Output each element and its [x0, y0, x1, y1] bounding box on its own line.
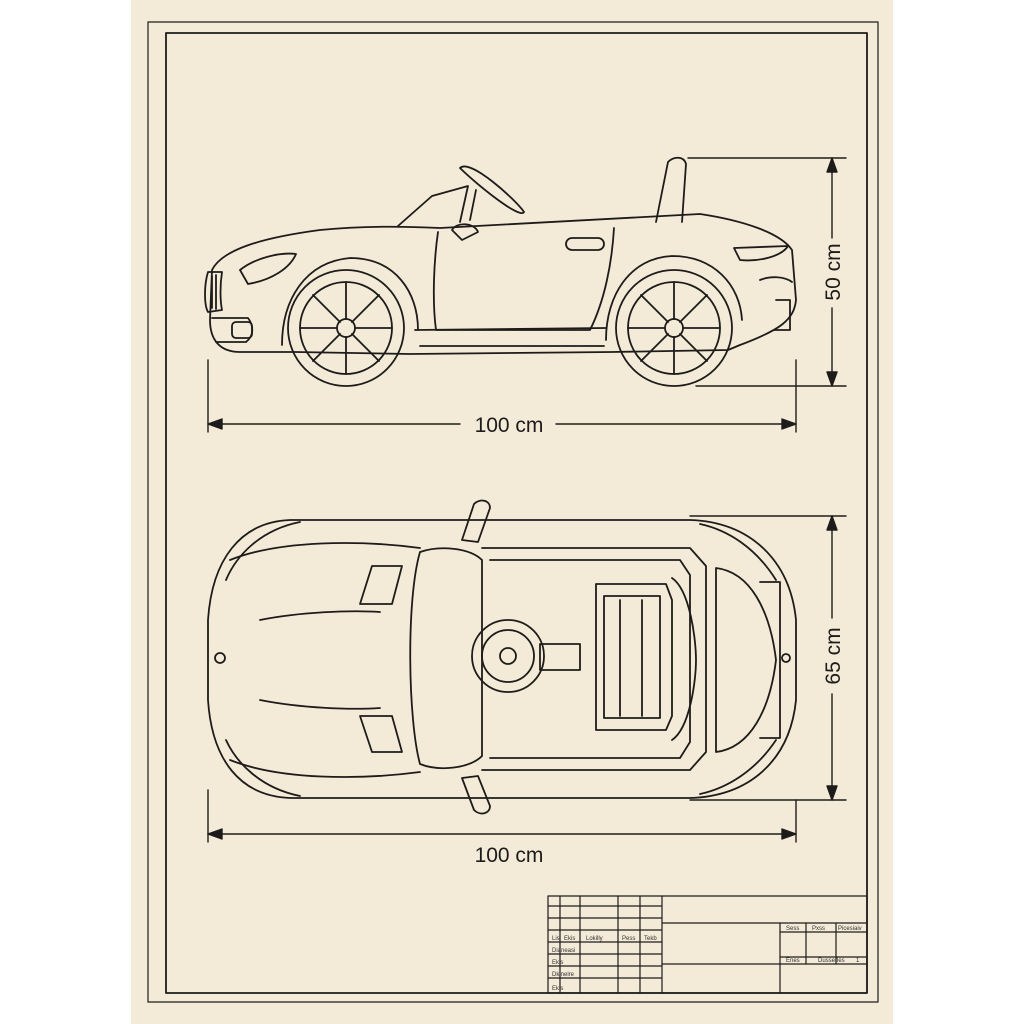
tb-right-2: Picesiaiv [838, 926, 862, 932]
tb-cell-5: Dianeasi [552, 948, 575, 954]
top-width-label: 65 cm [822, 627, 845, 684]
tb-cell-6: Ekls [552, 960, 563, 966]
tb-right-3: Enes [786, 958, 800, 964]
tb-right-4: Dussedes [818, 958, 845, 964]
top-mirror-left [461, 499, 491, 543]
tb-cell-2: Lokilly [586, 936, 603, 942]
tb-cell-1: Ekis [564, 936, 575, 942]
car-top-view [207, 519, 797, 799]
side-height-label: 50 cm [822, 243, 845, 300]
inner-border [165, 32, 868, 994]
tb-right-1: Pxss [812, 926, 825, 932]
tb-cell-7: Dkinelre [552, 972, 575, 978]
side-height-dimension [687, 157, 847, 387]
title-block [547, 895, 868, 994]
tb-right-0: Sess [786, 926, 799, 932]
tb-cell-3: Pess [622, 936, 635, 942]
car-side-view [204, 156, 797, 355]
rear-wheel [615, 269, 733, 387]
title-block-text: Lis Ekis Lokilly Pess Tekb Dianeasi Ekls… [552, 926, 862, 992]
top-mirror-right [461, 775, 491, 815]
side-length-dimension [207, 359, 797, 433]
side-length-label: 100 cm [475, 414, 544, 437]
outer-border [147, 21, 879, 1003]
tb-right-5: 1 [856, 958, 860, 964]
tb-cell-0: Lis [552, 936, 560, 942]
top-width-dimension [689, 515, 847, 801]
front-wheel [287, 269, 405, 387]
top-length-dimension [207, 789, 797, 843]
blueprint-sheet [131, 0, 893, 1024]
tb-cell-4: Tekb [644, 936, 657, 942]
tb-cell-8: Ekis [552, 986, 563, 992]
top-length-label: 100 cm [475, 844, 544, 867]
